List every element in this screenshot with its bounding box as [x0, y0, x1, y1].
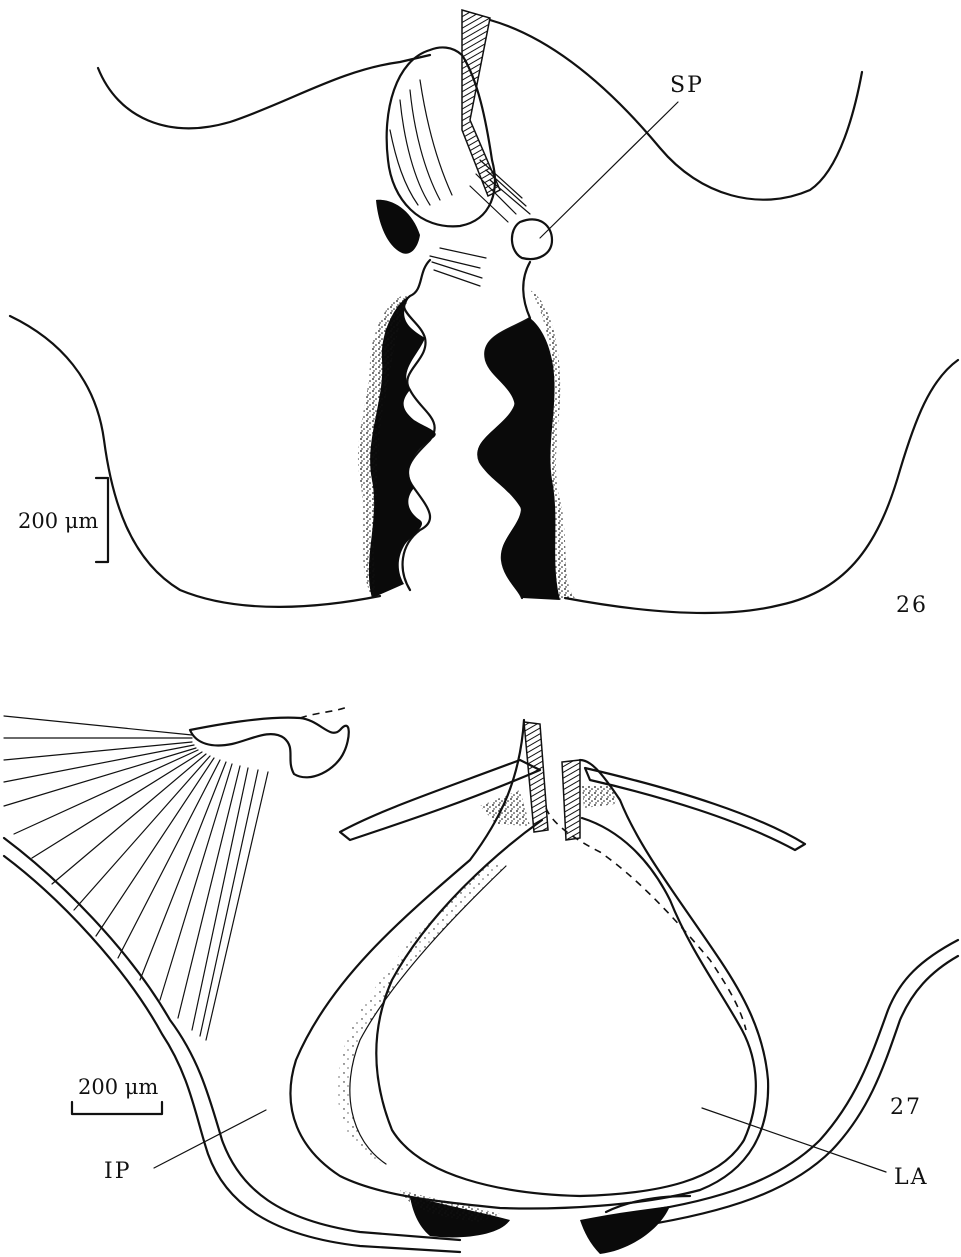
label-la: LA	[894, 1165, 929, 1190]
pouch-outer	[290, 720, 768, 1208]
solid-cap	[376, 200, 420, 254]
right-wing-plate	[585, 768, 805, 850]
figure-26-number: 26	[896, 593, 928, 618]
sp-structure	[512, 219, 552, 259]
bottom-tip-right	[580, 1206, 670, 1254]
figure-27: IP LA 200 μm 27	[4, 706, 958, 1254]
stipple-right-shoulder	[582, 786, 616, 808]
scale-bar-26-label: 200 μm	[18, 509, 98, 533]
label-ip: IP	[104, 1159, 132, 1184]
lower-outline-left	[10, 316, 380, 607]
pouch-dashed-line	[546, 808, 746, 1030]
bristle-tuft-middle	[430, 248, 486, 286]
figure-27-number: 27	[890, 1095, 922, 1120]
label-sp: SP	[670, 73, 704, 98]
right-dentition	[478, 318, 560, 600]
stipple-left-shoulder	[480, 790, 530, 826]
pouch-lining-stipple	[338, 860, 506, 1164]
apodeme	[190, 718, 349, 778]
central-sclerite-left	[524, 722, 548, 832]
upper-outline-right	[490, 20, 862, 200]
pouch-inner	[376, 818, 756, 1196]
lobe-striations	[390, 80, 452, 205]
scale-bar-27-label: 200 μm	[78, 1075, 158, 1099]
sp-leader-line	[540, 102, 678, 238]
central-sclerite-right	[562, 760, 580, 840]
apodeme-dashed	[300, 706, 350, 718]
scale-bar-27	[72, 1102, 162, 1114]
lower-outline-right	[565, 360, 958, 613]
body-wall-left-outer	[4, 838, 460, 1240]
upper-outline-left	[98, 55, 430, 128]
figure-26: SP 200 μm 26	[10, 10, 958, 618]
